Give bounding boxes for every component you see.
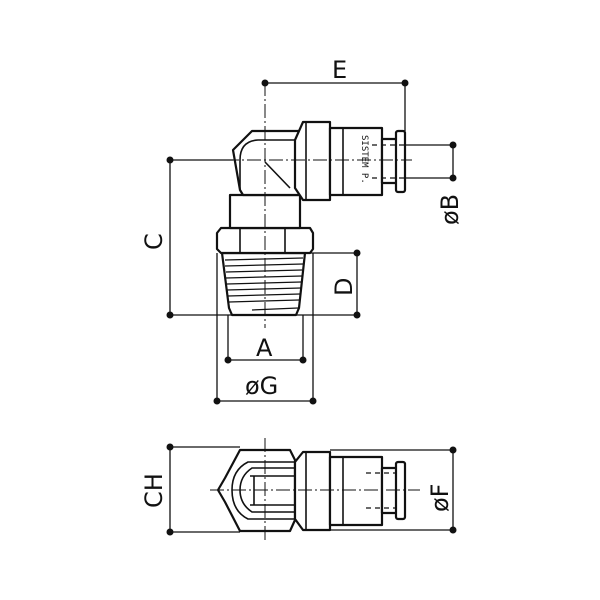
collet-nut (293, 120, 332, 202)
svg-text:A: A (256, 334, 273, 362)
svg-text:CH: CH (140, 473, 168, 508)
svg-text:øG: øG (245, 372, 278, 400)
svg-text:øB: øB (436, 194, 464, 225)
thread-lines (224, 257, 304, 311)
marking: SISTEM P. (359, 135, 369, 184)
dimension-CH: CH (140, 443, 240, 536)
svg-text:E: E (332, 56, 347, 84)
svg-text:D: D (330, 278, 358, 296)
collet-body (328, 126, 384, 197)
svg-text:SISTEM P.: SISTEM P. (359, 135, 369, 184)
release-ring (380, 137, 399, 185)
dimension-A: A (224, 315, 307, 364)
side-view: SISTEM P. (215, 82, 412, 328)
top-view (210, 438, 420, 542)
dimension-B: øB (400, 141, 464, 225)
svg-text:øF: øF (426, 484, 454, 513)
dimension-G: øG (213, 253, 317, 405)
dimension-D: D (296, 249, 361, 319)
dimension-C: C (140, 156, 233, 319)
dimension-E: E (261, 56, 409, 131)
collet-nut-top (293, 450, 332, 532)
release-cap (394, 129, 407, 194)
svg-text:C: C (140, 233, 168, 250)
dimension-F: øF (330, 446, 457, 534)
